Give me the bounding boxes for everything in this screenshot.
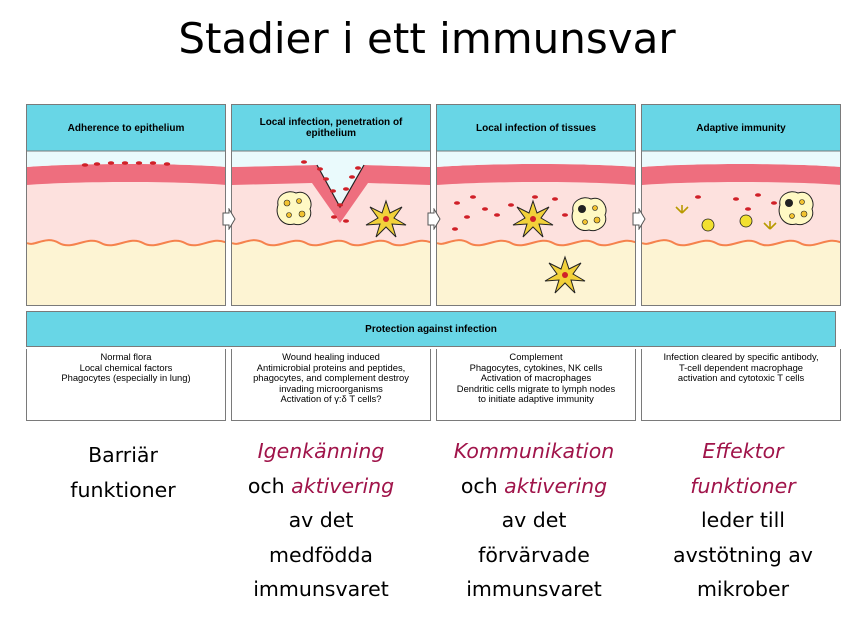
stage-panel-adaptive: Adaptive immunity — [641, 104, 841, 306]
protection-bar: Protection against infection — [26, 311, 836, 347]
panel-header: Adherence to epithelium — [67, 122, 185, 134]
panel-header: Adaptive immunity — [696, 122, 786, 134]
caption-line: immunsvaret — [466, 577, 602, 601]
description-line: Antimicrobial proteins and peptides, — [256, 361, 406, 373]
caption-highlight: Effektor — [702, 439, 784, 463]
caption-highlight: Kommunikation — [453, 439, 615, 463]
dendritic-cell — [365, 199, 407, 238]
caption-line: och — [460, 473, 505, 498]
caption-barrier: Barriär funktioner — [20, 438, 226, 507]
description-line: Activation of γ:δ T cells? — [280, 393, 382, 405]
caption-innate: Igenkänning och aktivering av det medföd… — [218, 434, 424, 607]
slide-title: Stadier i ett immunsvar — [178, 14, 676, 63]
caption-line: avstötning av — [673, 542, 813, 567]
description-box: Infection cleared by specific antibody, … — [641, 349, 841, 421]
description-box: Complement Phagocytes, cytokines, NK cel… — [436, 349, 636, 421]
caption-highlight: aktivering — [504, 473, 608, 498]
dendritic-cell — [544, 255, 586, 294]
description-line: to initiate adaptive immunity — [478, 393, 594, 405]
tissue-illustration — [232, 105, 430, 305]
description-line: Normal flora — [100, 351, 152, 362]
caption-line: av det — [288, 508, 354, 532]
description-line: Phagocytes, cytokines, NK cells — [469, 361, 603, 373]
tissue-illustration — [27, 105, 225, 305]
description-line: Activation of macrophages — [480, 372, 592, 384]
stage-panel-penetration: Local infection, penetration of epitheli… — [231, 104, 431, 306]
caption-line: mikrober — [696, 577, 790, 601]
caption-line: och — [247, 473, 292, 498]
description-line: Local chemical factors — [79, 361, 173, 373]
caption-effector: Effektor funktioner leder till avstötnin… — [640, 434, 846, 607]
arrow-right-icon — [632, 208, 646, 230]
caption-highlight: Igenkänning — [257, 439, 385, 463]
phagocyte — [778, 191, 814, 226]
panel-header: Local infection of tissues — [475, 122, 597, 134]
description-line: invading microorganisms — [279, 382, 383, 394]
description-line: Dendritic cells migrate to lymph nodes — [456, 382, 616, 394]
phagocyte — [571, 197, 607, 232]
description-line: activation and cytotoxic T cells — [677, 372, 805, 384]
caption-line: leder till — [700, 508, 785, 532]
caption-line: förvärvade — [478, 542, 590, 567]
panel-header: Local infection, penetration of epitheli… — [259, 117, 403, 139]
caption-line: funktioner — [70, 477, 176, 502]
description-line: Wound healing induced — [282, 351, 380, 362]
arrow-right-icon — [427, 208, 441, 230]
arrow-right-icon — [222, 208, 236, 230]
description-line: Infection cleared by specific antibody, — [663, 351, 819, 362]
caption-highlight: funktioner — [690, 473, 796, 498]
antibody-icon — [675, 205, 777, 230]
description-box: Normal flora Local chemical factors Phag… — [26, 349, 226, 421]
caption-highlight: aktivering — [291, 473, 395, 498]
description-line: T-cell dependent macrophage — [678, 361, 804, 373]
caption-line: Barriär — [88, 443, 158, 467]
tissue-illustration — [642, 105, 840, 305]
caption-line: medfödda — [269, 542, 373, 567]
caption-adaptive: Kommunikation och aktivering av det förv… — [431, 434, 637, 607]
caption-line: immunsvaret — [253, 577, 389, 601]
tissue-illustration — [437, 105, 635, 305]
phagocyte — [276, 191, 312, 226]
caption-line: av det — [501, 508, 567, 532]
stage-panel-adherence: Adherence to epithelium — [26, 104, 226, 306]
description-box: Wound healing induced Antimicrobial prot… — [231, 349, 431, 421]
stage-panel-tissue-infection: Local infection of tissues — [436, 104, 636, 306]
dendritic-cell — [512, 199, 554, 238]
description-line: Complement — [509, 351, 563, 362]
description-line: phagocytes, and complement destroy — [253, 372, 409, 384]
description-line: Phagocytes (especially in lung) — [61, 372, 191, 384]
